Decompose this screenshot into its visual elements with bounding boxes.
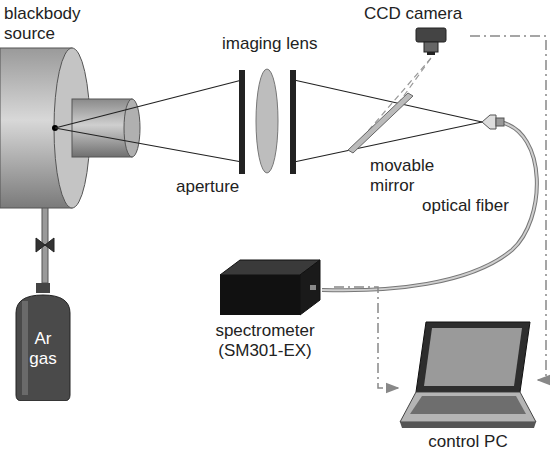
- part-label: blackbody source: [4, 4, 100, 44]
- component-label: CCD camera: [356, 4, 470, 24]
- signal-connector: [334, 287, 398, 388]
- component-node: Ar gas: [12, 283, 74, 401]
- imaging-lens: [239, 69, 296, 174]
- laptop: [398, 318, 538, 430]
- spectrometer-box: [196, 255, 334, 319]
- blackbody-source: [0, 48, 140, 208]
- component-node: control PC: [398, 318, 538, 452]
- gas-pipe: [36, 205, 54, 283]
- part-label: optical fiber: [422, 196, 532, 216]
- part-label: movable mirror: [370, 156, 446, 196]
- part-label: imaging lens: [222, 34, 332, 54]
- component-node: spectrometer (SM301-EX): [196, 255, 334, 361]
- part-label: aperture: [176, 177, 256, 197]
- ccd-camera: [356, 24, 470, 58]
- component-node: CCD camera: [356, 4, 470, 58]
- optical-fiber: [322, 115, 537, 290]
- movable-mirror: [348, 58, 431, 153]
- component-label: spectrometer (SM301-EX): [196, 319, 334, 361]
- component-label: control PC: [398, 430, 538, 452]
- component-label: Ar gas: [12, 283, 74, 369]
